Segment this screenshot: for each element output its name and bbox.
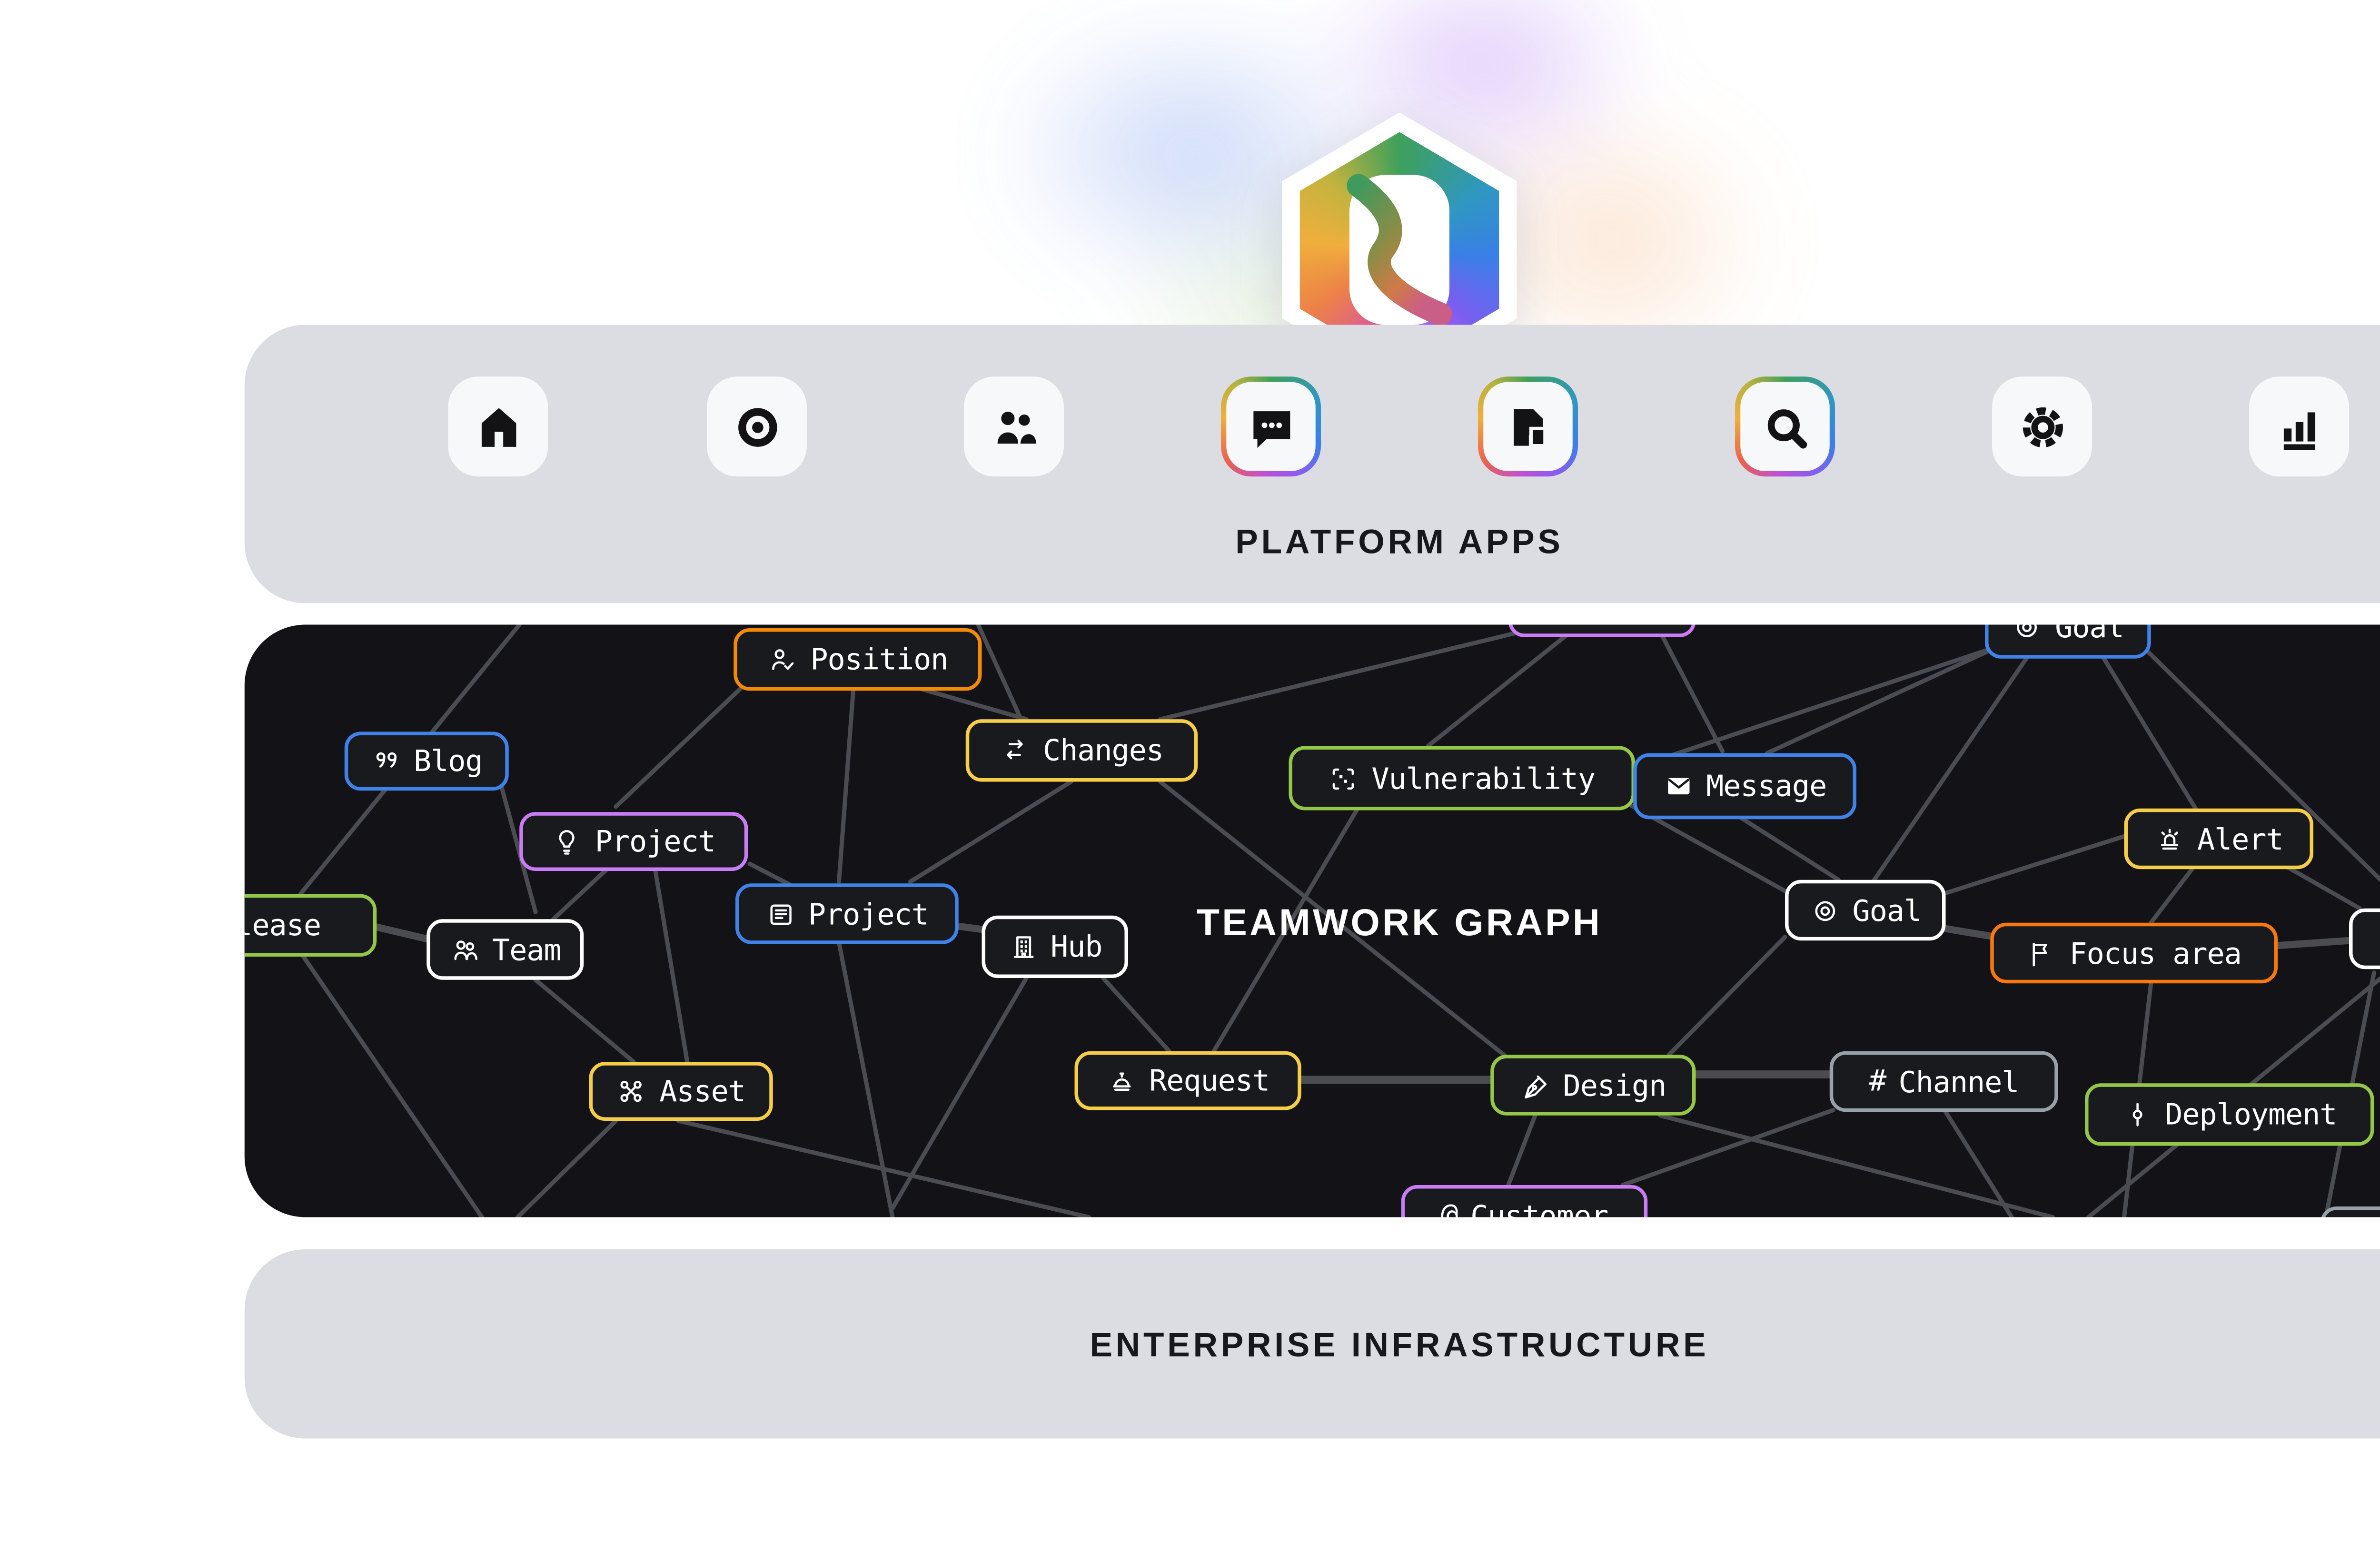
node-label: Changes (1043, 733, 1164, 768)
board-icon (765, 899, 796, 929)
app-people-icon[interactable] (964, 376, 1064, 477)
node-label: Hub (1051, 929, 1103, 964)
person-check-icon (767, 644, 798, 675)
app-gear-icon[interactable] (1992, 376, 2092, 477)
graph-node-focus-area: Focus area (1990, 922, 2278, 984)
node-label: Deployment (2165, 1097, 2337, 1132)
app-chart-icon[interactable] (2249, 376, 2349, 477)
enterprise-infrastructure-bar: ENTERPRISE INFRASTRUCTURE (244, 1249, 2380, 1439)
graph-node-release: Release (244, 894, 377, 957)
graph-node-goal: Goal (1785, 880, 1946, 941)
platform-apps-label: PLATFORM APPS (1235, 524, 1564, 563)
hash-icon: # (1869, 1063, 1886, 1097)
graph-node-blog: Blog (344, 731, 509, 791)
node-label: Message (1706, 769, 1827, 803)
target-rings-icon (2012, 624, 2043, 643)
node-label: Release (245, 908, 321, 942)
app-target-icon[interactable] (707, 376, 807, 477)
graph-node-team: Team (426, 919, 584, 980)
node-label: Customer (1470, 1199, 1608, 1217)
graph-node-hub: Hub (982, 915, 1128, 978)
node-label: Position (810, 642, 948, 677)
logo-s-mark (1347, 174, 1452, 326)
scan-bug-icon (1329, 763, 1359, 793)
app-search-icon[interactable] (1735, 376, 1835, 477)
graph-node-project-idea: Project (519, 812, 748, 871)
graph-node-changes: Changes (965, 719, 1198, 782)
bell-icon (1106, 1066, 1137, 1096)
people-outline-icon (449, 934, 480, 965)
node-label: Team (492, 932, 562, 967)
node-label: Goal (1852, 893, 1922, 928)
pages-icon (1483, 382, 1573, 471)
app-home-icon[interactable] (448, 376, 548, 477)
pen-nib-icon (1520, 1070, 1550, 1100)
graph-node-design: Design (1490, 1055, 1696, 1116)
envelope-icon (1663, 771, 1694, 801)
target-rings-icon (1809, 895, 1840, 926)
graph-node-work: Work (2349, 908, 2380, 969)
node-label: Request (1149, 1064, 1270, 1098)
quote-icon (371, 746, 401, 777)
graph-node-request: Request (1074, 1051, 1301, 1110)
app-chat-icon[interactable] (1221, 376, 1321, 477)
search-icon (1740, 382, 1830, 471)
graph-node-purple-top (1508, 624, 1696, 637)
node-label: Vulnerability (1371, 761, 1596, 795)
graph-node-asset: Asset (589, 1062, 773, 1121)
lightbulb-icon (552, 826, 583, 857)
graph-node-customer: @ Customer (1401, 1185, 1648, 1217)
building-icon (1008, 932, 1038, 962)
graph-node-partial-bottom-right (2320, 1206, 2380, 1217)
node-label: Project (808, 897, 929, 931)
flag-icon (2026, 938, 2057, 969)
node-label: Blog (413, 744, 483, 778)
graph-node-deployment: Deployment (2085, 1083, 2374, 1146)
graph-edges (292, 624, 2380, 1217)
node-label: Alert (2197, 821, 2284, 856)
node-label: Channel (1898, 1064, 2019, 1099)
node-label: Project (595, 824, 716, 859)
node-label: Asset (659, 1074, 746, 1108)
graph-node-project-board: Project (735, 883, 959, 944)
node-label: Goal (2055, 624, 2124, 644)
hexagon-platform-logo-icon (1269, 112, 1530, 387)
commit-icon (2122, 1099, 2152, 1130)
siren-icon (2154, 824, 2185, 854)
graph-node-goal-top: Goal (1985, 624, 2151, 659)
graph-node-position: Position (734, 628, 982, 691)
graph-node-message: Message (1633, 753, 1856, 820)
swap-arrows-icon (1000, 735, 1031, 766)
app-pages-icon[interactable] (1478, 376, 1578, 477)
graph-node-alert: Alert (2124, 808, 2313, 870)
enterprise-infrastructure-label: ENTERPRISE INFRASTRUCTURE (1090, 1328, 1709, 1365)
graph-node-channel: # Channel (1829, 1051, 2058, 1112)
asset-link-icon (616, 1076, 647, 1107)
platform-apps-bar: PLATFORM APPS (244, 325, 2380, 603)
node-label: Focus area (2069, 936, 2241, 970)
node-label: Design (1563, 1068, 1666, 1102)
at-icon: @ (1440, 1198, 1458, 1217)
graph-node-vulnerability: Vulnerability (1289, 746, 1635, 811)
shooting-star-icon (2375, 924, 2380, 954)
graph-title: TEAMWORK GRAPH (1196, 903, 1603, 944)
chat-icon (1226, 382, 1316, 471)
